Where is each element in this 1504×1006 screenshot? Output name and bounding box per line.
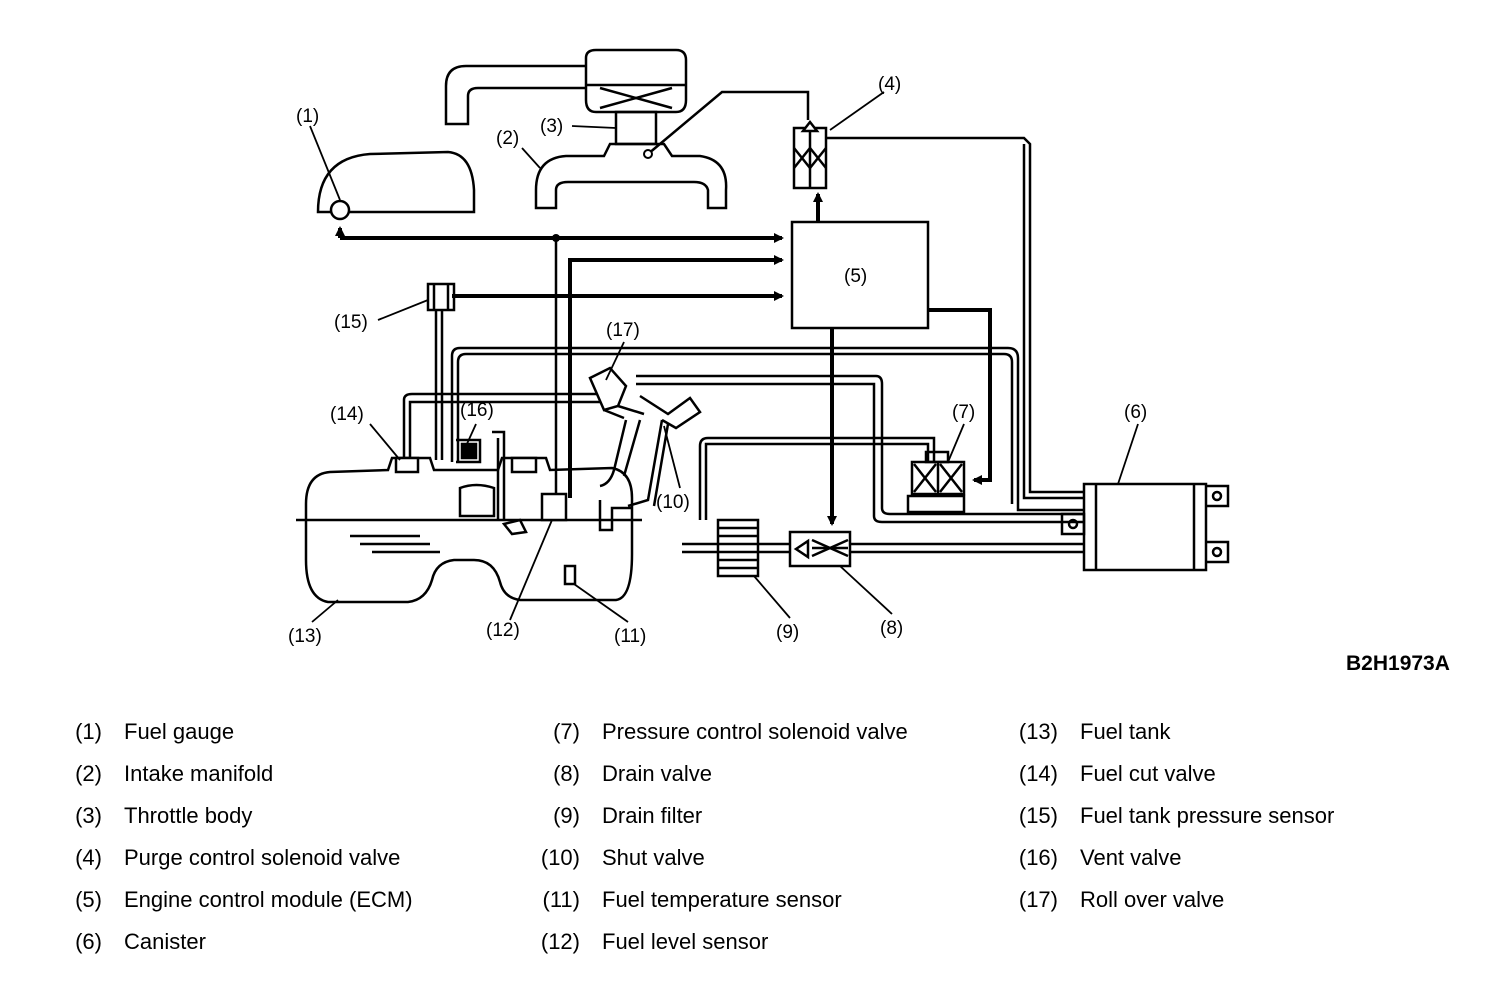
purge-line <box>647 90 810 155</box>
legend-item: (4) Purge control solenoid valve <box>66 842 413 884</box>
legend-item: (17) Roll over valve <box>1008 884 1334 926</box>
legend-item: (12) Fuel level sensor <box>530 926 908 968</box>
legend-name: Fuel gauge <box>124 719 235 744</box>
legend-number: (4) <box>75 845 102 870</box>
legend-number: (15) <box>1018 803 1058 828</box>
callout-14: (14) <box>330 404 364 425</box>
legend-number: (12) <box>540 929 580 954</box>
callout-15: (15) <box>334 312 368 333</box>
legend-item: (1) Fuel gauge <box>66 716 413 758</box>
legend-item: (8) Drain valve <box>530 758 908 800</box>
legend-column-1: (1) Fuel gauge (2) Intake manifold (3) Thro… <box>66 716 413 968</box>
legend-item: (3) Throttle body <box>66 800 413 842</box>
legend-item: (10) Shut valve <box>530 842 908 884</box>
fuel-gauge <box>316 150 476 221</box>
roll-over-valve <box>588 366 702 532</box>
legend-name: Shut valve <box>602 845 705 870</box>
evap-system-diagram: (1) (2) (3) (4) (5) (6) (7) (8) (9) (10)… <box>288 48 1230 647</box>
legend-number: (7) <box>553 719 580 744</box>
callout-12: (12) <box>486 620 520 641</box>
legend-item: (5) Engine control module (ECM) <box>66 884 413 926</box>
callout-2: (2) <box>496 128 519 149</box>
legend-name: Pressure control solenoid valve <box>602 719 908 744</box>
legend-name: Drain filter <box>602 803 703 828</box>
drain-valve <box>788 530 852 568</box>
signal-wires <box>335 192 992 526</box>
callout-8: (8) <box>880 618 903 639</box>
legend-name: Engine control module (ECM) <box>124 887 413 912</box>
air-intake-assembly <box>444 48 728 210</box>
purge-control-solenoid-valve <box>792 119 828 190</box>
figure-id: B2H1973A <box>1346 652 1450 675</box>
legend-item: (15) Fuel tank pressure sensor <box>1008 800 1334 842</box>
callout-10: (10) <box>656 492 690 513</box>
legend-name: Throttle body <box>124 803 253 828</box>
legend-number: (6) <box>75 929 102 954</box>
legend-name: Purge control solenoid valve <box>124 845 401 870</box>
legend-name: Drain valve <box>602 761 713 786</box>
leader-lines <box>309 91 1139 623</box>
legend-number: (3) <box>75 803 102 828</box>
callout-5: (5) <box>844 266 867 287</box>
callout-6: (6) <box>1124 402 1147 423</box>
legend-number: (9) <box>553 803 580 828</box>
drain-filter <box>716 518 760 578</box>
fuel-tank <box>296 456 642 604</box>
callout-3: (3) <box>540 116 563 137</box>
legend-name: Fuel temperature sensor <box>602 887 842 912</box>
legend-name: Intake manifold <box>124 761 274 786</box>
callout-9: (9) <box>776 622 799 643</box>
vent-tubing <box>402 346 1084 524</box>
vent-valve <box>456 430 528 536</box>
legend-name: Fuel level sensor <box>602 929 769 954</box>
legend-name: Fuel tank <box>1080 719 1171 744</box>
legend-number: (13) <box>1018 719 1058 744</box>
legend-name: Roll over valve <box>1080 887 1225 912</box>
callout-labels: (1) (2) (3) (4) (5) (6) (7) (8) (9) (10)… <box>288 74 1147 647</box>
legend-item: (2) Intake manifold <box>66 758 413 800</box>
legend-column-3: (13) Fuel tank (14) Fuel cut valve (15) Fue… <box>1008 716 1334 926</box>
canister <box>1060 482 1230 572</box>
legend-number: (2) <box>75 761 102 786</box>
legend-item: (9) Drain filter <box>530 800 908 842</box>
callout-4: (4) <box>878 74 901 95</box>
legend-name: Canister <box>124 929 206 954</box>
legend-number: (10) <box>540 845 580 870</box>
callout-13: (13) <box>288 626 322 647</box>
legend-item: (11) Fuel temperature sensor <box>530 884 908 926</box>
intake-manifold <box>534 142 728 210</box>
legend-item: (13) Fuel tank <box>1008 716 1334 758</box>
callout-7: (7) <box>952 402 975 423</box>
legend-name: Fuel cut valve <box>1080 761 1216 786</box>
legend-number: (16) <box>1018 845 1058 870</box>
legend-number: (1) <box>75 719 102 744</box>
legend-number: (11) <box>542 887 581 912</box>
legend-name: Fuel tank pressure sensor <box>1080 803 1335 828</box>
legend-number: (14) <box>1018 761 1058 786</box>
callout-11: (11) <box>614 626 646 647</box>
fuel-tank-pressure-sensor <box>426 282 456 460</box>
fuel-temperature-sensor <box>563 564 577 586</box>
legend-item: (16) Vent valve <box>1008 842 1334 884</box>
legend-name: Vent valve <box>1080 845 1182 870</box>
callout-16: (16) <box>460 400 494 421</box>
legend-column-2: (7) Pressure control solenoid valve (8) Dr… <box>530 716 908 968</box>
pressure-control-solenoid-valve <box>906 450 966 514</box>
fuel-level-sensor <box>540 492 568 522</box>
legend-number: (5) <box>75 887 102 912</box>
legend-number: (8) <box>553 761 580 786</box>
legend-item: (6) Canister <box>66 926 413 968</box>
legend-number: (17) <box>1018 887 1058 912</box>
legend-item: (7) Pressure control solenoid valve <box>530 716 908 758</box>
legend-item: (14) Fuel cut valve <box>1008 758 1334 800</box>
ecm-box <box>790 220 930 330</box>
callout-1: (1) <box>296 106 319 127</box>
callout-17: (17) <box>606 320 640 341</box>
